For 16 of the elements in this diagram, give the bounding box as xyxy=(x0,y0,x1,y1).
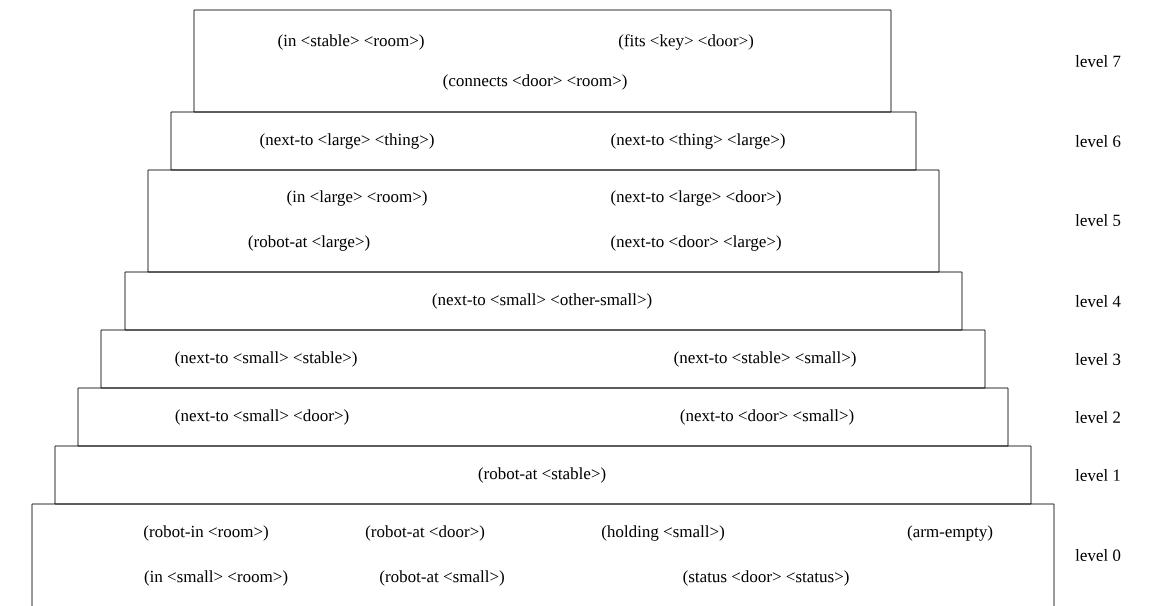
level-label: level 0 xyxy=(1075,549,1121,561)
level-box: (next-to <small> <stable>) (next-to <stable> <small>) xyxy=(100,329,986,389)
level-box: (in <large> <room>) (next-to <large> <door>) (robot-at <large>) (next-to <door> <large>) xyxy=(147,169,940,273)
level-label: level 2 xyxy=(1075,411,1120,423)
level-label: level 3 xyxy=(1075,353,1121,365)
level-box: (robot-at <stable>) xyxy=(54,445,1032,505)
level-box: (in <stable> <room>) (fits <key> <door>) (connects <door> <room>) xyxy=(193,9,892,113)
level-label: level 6 xyxy=(1075,135,1121,147)
level-label: level 4 xyxy=(1075,295,1121,307)
level-box: (next-to <large> <thing>) (next-to <thing> <large>) xyxy=(170,111,917,171)
level-label: level 5 xyxy=(1075,214,1121,226)
level-label: level 7 xyxy=(1075,55,1121,67)
level-box: (next-to <small> <door>) (next-to <door> <small>) xyxy=(77,387,1009,447)
level-box: (robot-in <room>) (robot-at <door>) (holding <small>) (arm-empty) (in <small> <room>) (robot-at <small>) (status <door> <status>) xyxy=(31,503,1055,606)
level-box: (next-to <small> <other-small>) xyxy=(124,271,963,331)
level-label: level 1 xyxy=(1075,469,1120,481)
